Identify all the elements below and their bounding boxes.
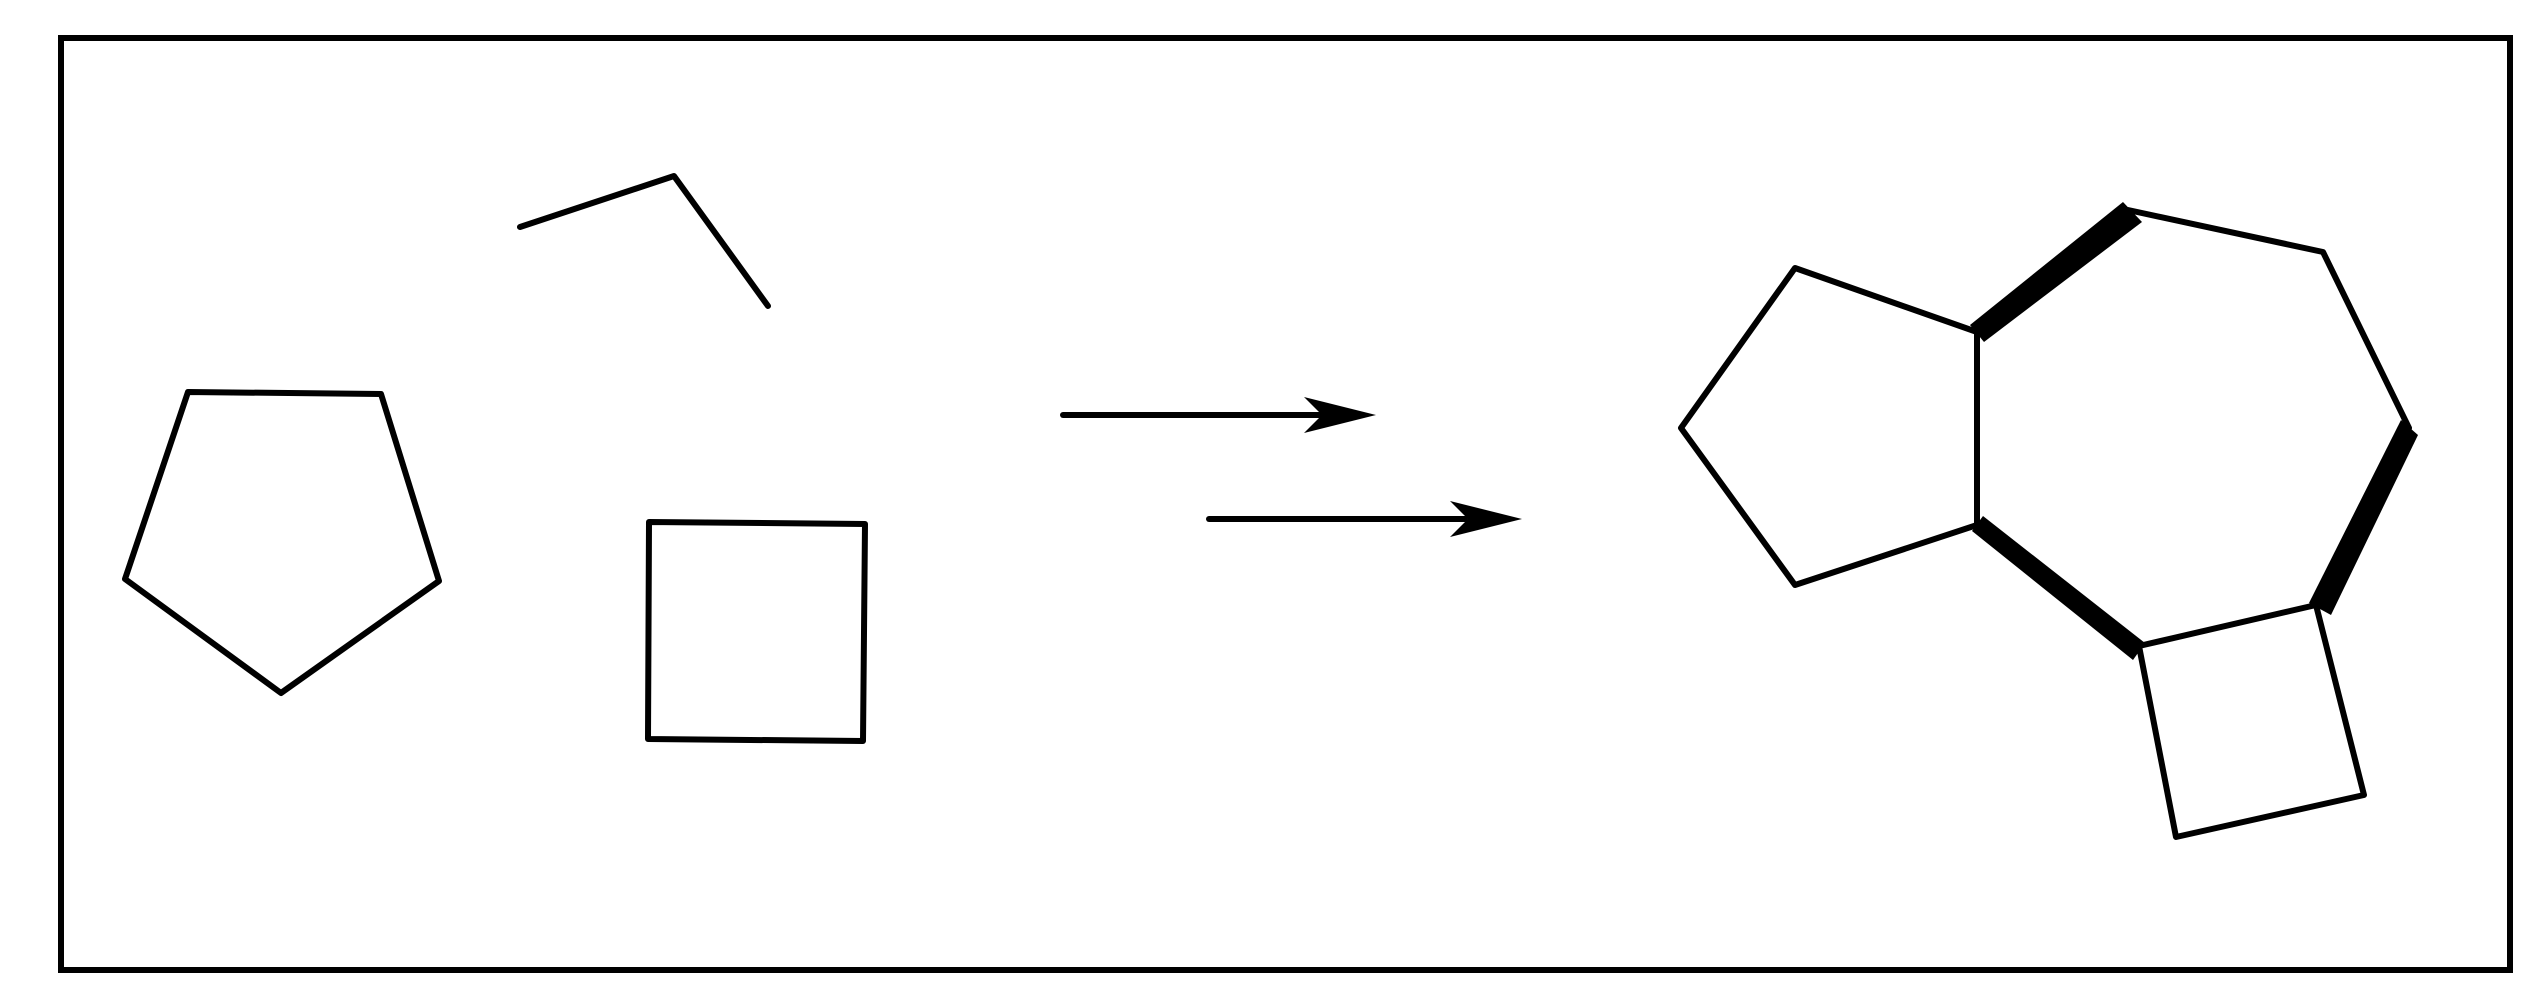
product-five-membered-ring (1678, 265, 1980, 588)
product-fused-rings (1678, 202, 2418, 840)
reactant-cyclopentane (122, 389, 442, 696)
wedge-bond-lower-left (1972, 516, 2145, 660)
frame-border (58, 35, 2513, 973)
reactant-cyclobutane (645, 519, 868, 744)
wedge-bond-right (2309, 420, 2418, 615)
reaction-arrow-upper (1060, 397, 1376, 433)
reactant-chain (517, 173, 771, 309)
product-four-membered-ring (2136, 602, 2367, 840)
wedge-bond-upper-left (1970, 202, 2142, 342)
product-seven-membered-ring (2125, 207, 2412, 431)
reaction-arrow-lower (1206, 501, 1522, 537)
